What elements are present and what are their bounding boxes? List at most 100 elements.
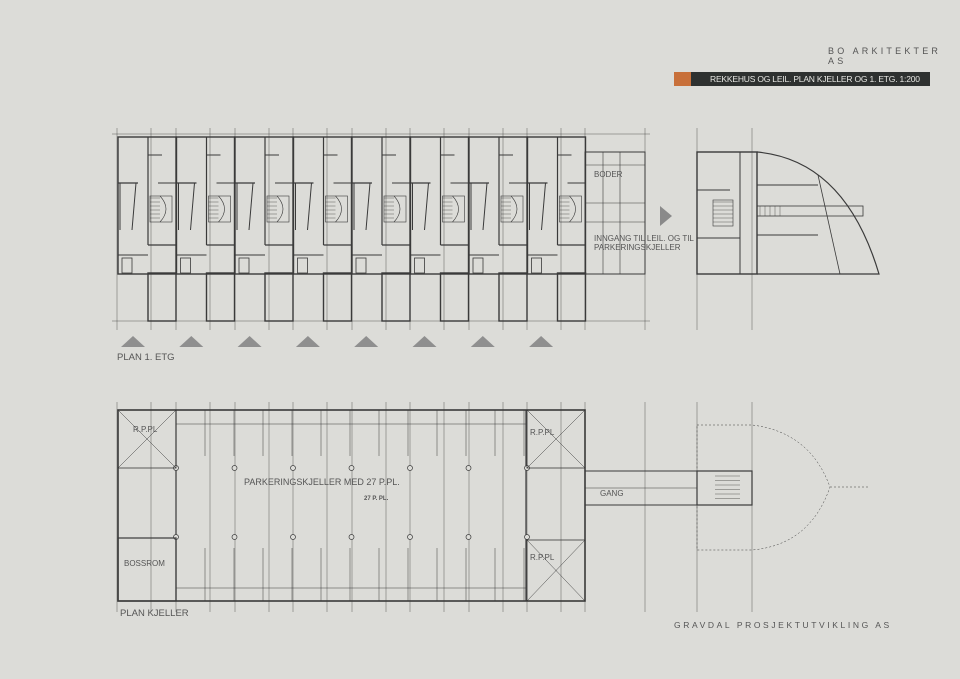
entrance-triangle xyxy=(121,336,145,347)
unit-annex-wall xyxy=(556,272,587,322)
rpl-label-top-right: R.P.PL xyxy=(530,428,555,437)
stair-outline xyxy=(325,195,348,223)
rpl-label-bottom-right: R.P.PL xyxy=(530,553,555,562)
stair-curve xyxy=(393,195,401,223)
stair xyxy=(559,195,582,223)
firm-name: BO ARKITEKTER AS xyxy=(828,46,942,66)
upper-outline-dashed xyxy=(696,424,831,551)
stair-outline xyxy=(383,195,407,223)
unit-outer-wall xyxy=(292,136,353,275)
unit-outer-wall xyxy=(468,136,528,275)
apartment-block xyxy=(696,151,880,275)
column xyxy=(231,465,238,471)
entrance-triangle xyxy=(237,336,262,347)
column xyxy=(231,534,238,540)
column xyxy=(465,534,472,540)
interior-wall xyxy=(131,182,137,231)
column xyxy=(407,465,413,471)
stair-curve xyxy=(452,195,459,223)
townhouse-unit xyxy=(351,136,411,322)
sheet-title: REKKEHUS OG LEIL. PLAN KJELLER OG 1. ETG… xyxy=(710,74,920,84)
stair-outline xyxy=(442,195,465,223)
first-floor-plan xyxy=(112,128,880,347)
townhouse-unit xyxy=(292,136,353,322)
stair-curve xyxy=(276,195,284,223)
unit-annex-wall xyxy=(322,272,353,322)
accessible-parking xyxy=(526,539,586,602)
stair xyxy=(442,195,465,223)
curved-bay-wall xyxy=(756,151,880,275)
townhouse-unit xyxy=(234,136,294,322)
townhouse-unit xyxy=(117,136,177,322)
interior-wall xyxy=(248,182,254,231)
unit-outer-wall xyxy=(175,136,236,275)
column xyxy=(290,534,296,540)
basement-plan-label: PLAN KJELLER xyxy=(120,608,189,619)
townhouse-unit xyxy=(175,136,236,322)
parking-count: 27 P. PL. xyxy=(364,496,389,502)
interior-wall xyxy=(190,182,195,231)
boder-block xyxy=(584,151,646,275)
stair-curve xyxy=(159,195,167,223)
entrance-note-1: INNGANG TIL LEIL. OG TIL xyxy=(594,234,694,243)
column xyxy=(290,465,296,471)
column xyxy=(524,534,530,540)
window-box xyxy=(180,257,191,274)
rpl-cross xyxy=(117,409,177,469)
rpl-box xyxy=(117,409,177,469)
entrance-triangle xyxy=(295,336,320,347)
window-box xyxy=(355,257,367,274)
window-box xyxy=(121,257,133,274)
unit-outer-wall xyxy=(234,136,294,275)
column xyxy=(407,534,413,540)
stair xyxy=(500,195,524,223)
unit-annex-wall xyxy=(264,272,294,322)
unit-annex-wall xyxy=(439,272,470,322)
stair-outline xyxy=(266,195,290,223)
entry-walkway xyxy=(756,205,864,217)
unit-annex-wall xyxy=(381,272,411,322)
rpl-box xyxy=(526,539,586,602)
stair-outline xyxy=(712,199,734,227)
window-box xyxy=(238,257,250,274)
accent-swatch xyxy=(674,72,691,86)
basement-outer-wall xyxy=(117,409,586,602)
stair-curve xyxy=(569,195,576,223)
entrance-triangle xyxy=(179,336,204,347)
column xyxy=(348,534,355,540)
interior-wall xyxy=(482,182,488,231)
stair xyxy=(149,195,173,223)
parking-title: PARKERINGSKJELLER MED 27 P.PL. xyxy=(244,477,400,487)
entrance-triangle xyxy=(354,336,379,347)
column xyxy=(348,465,355,471)
stair xyxy=(266,195,290,223)
bossrom-wall xyxy=(117,537,177,602)
window-box xyxy=(297,257,308,274)
unit-outer-wall xyxy=(351,136,411,275)
rpl-label-top-left: R.P.PL xyxy=(133,425,158,434)
townhouse-unit xyxy=(409,136,470,322)
gang-label: GANG xyxy=(600,489,624,498)
unit-annex-wall xyxy=(147,272,177,322)
window-box xyxy=(472,257,484,274)
basement-plan xyxy=(116,402,870,612)
stair-curve xyxy=(510,195,518,223)
rpl-cross xyxy=(526,409,586,469)
entrance-note-2: PARKERINGSKJELLER xyxy=(594,243,681,252)
stair-outline xyxy=(559,195,582,223)
stair xyxy=(325,195,348,223)
client-name: GRAVDAL PROSJEKTUTVIKLING AS xyxy=(674,620,892,630)
rpl-box xyxy=(526,409,586,469)
interior-wall xyxy=(365,182,371,231)
column xyxy=(465,465,472,471)
entrance-triangle xyxy=(412,336,437,347)
rpl-cross xyxy=(526,539,586,602)
stair-outline xyxy=(500,195,524,223)
unit-outer-wall xyxy=(117,136,177,275)
interior-wall xyxy=(307,182,312,231)
interior-wall xyxy=(541,182,546,231)
boder-label: BODER xyxy=(594,170,623,179)
stair-outline xyxy=(208,195,231,223)
entrance-triangle xyxy=(470,336,495,347)
